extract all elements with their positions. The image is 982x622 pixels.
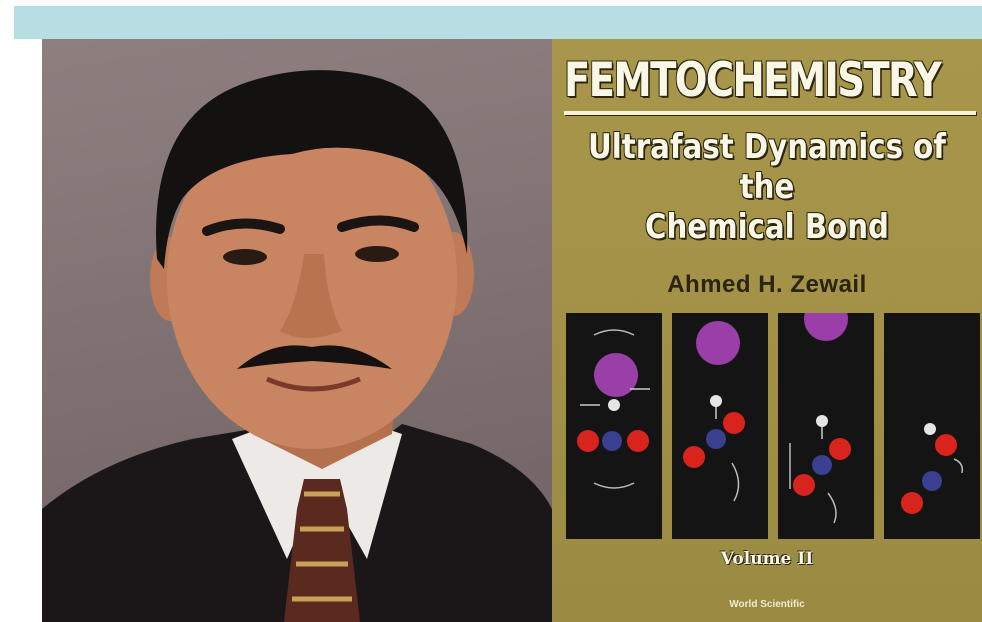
necktie [284, 479, 360, 622]
cover-publisher: World Scientific [729, 599, 805, 610]
nose [280, 254, 342, 338]
carbon-atom [602, 431, 622, 451]
iodine-atom [696, 321, 740, 365]
left-eyebrow [202, 218, 285, 236]
oxygen-atom [683, 446, 705, 468]
oxygen-atom [793, 474, 815, 496]
cover-subtitle-line-1: Ultrafast Dynamics of the [587, 127, 947, 207]
iodine-atom [804, 297, 848, 341]
oxygen-atom [627, 430, 649, 452]
carbon-atom [922, 471, 942, 491]
cover-volume: Volume II [720, 549, 814, 569]
cover-subtitle: Ultrafast Dynamics of the Chemical Bond [582, 127, 952, 247]
molecule-panel-3-art [789, 297, 851, 524]
book-cover: FEMTOCHEMISTRY Ultrafast Dynamics of the… [552, 39, 982, 622]
right-eyebrow [337, 215, 419, 232]
cover-subtitle-line-2: Chemical Bond [645, 207, 889, 247]
moustache [237, 345, 392, 369]
molecule-panel-2-art [683, 321, 745, 502]
hydrogen-atom [608, 399, 620, 411]
cover-title: FEMTOCHEMISTRY [564, 53, 942, 108]
molecule-panel-1 [566, 313, 662, 539]
top-banner-strip [14, 6, 982, 39]
molecule-panel-4 [884, 313, 980, 539]
molecule-panel-1-art [577, 329, 650, 489]
oxygen-atom [577, 430, 599, 452]
molecule-panel-2 [672, 313, 768, 539]
molecule-panels [566, 297, 982, 539]
portrait-illustration [42, 70, 552, 622]
oxygen-atom [935, 434, 957, 456]
left-eye [223, 249, 267, 265]
oxygen-atom [901, 492, 923, 514]
right-eye [355, 246, 399, 262]
mouth [265, 376, 361, 392]
shirt-collar [232, 424, 402, 559]
portrait-photo [42, 39, 552, 622]
oxygen-atom [829, 438, 851, 460]
title-underline [564, 111, 976, 115]
carbon-atom [812, 455, 832, 475]
carbon-atom [706, 429, 726, 449]
hydrogen-atom [710, 395, 722, 407]
cover-author: Ahmed H. Zewail [667, 271, 867, 298]
necktie-pattern [292, 491, 352, 602]
hair [156, 70, 468, 269]
molecule-panel-4-art [901, 423, 964, 514]
iodine-atom [594, 353, 638, 397]
hydrogen-atom [924, 423, 936, 435]
oxygen-atom [723, 412, 745, 434]
molecule-panel-3 [778, 297, 874, 539]
hydrogen-atom [816, 415, 828, 427]
